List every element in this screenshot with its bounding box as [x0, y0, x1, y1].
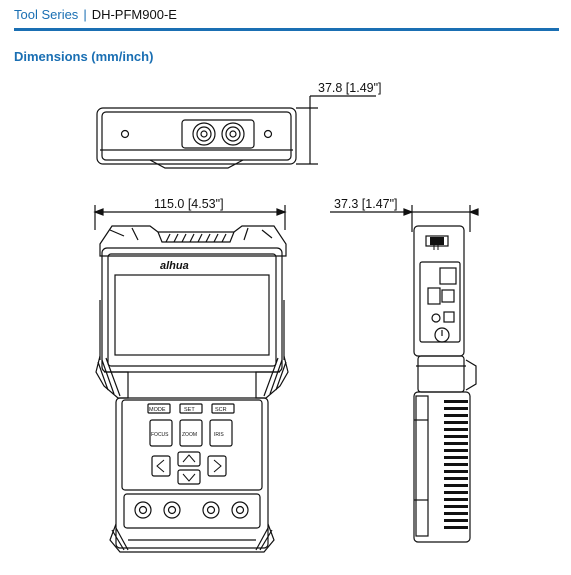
up-arrow-button[interactable]	[177, 451, 201, 467]
display-screen	[114, 274, 270, 356]
connector-4-icon	[231, 501, 249, 519]
focus-label: FOCUS	[151, 432, 169, 438]
top-height-label: 37.8 [1.49"]	[318, 81, 382, 95]
mode-button[interactable]	[147, 403, 171, 414]
screw-hole-left	[120, 129, 130, 139]
top-view	[96, 95, 376, 169]
up-arrow-icon	[182, 454, 196, 463]
side-depth-label: 37.3 [1.47"]	[334, 197, 398, 211]
set-button[interactable]	[179, 403, 203, 414]
scr-button[interactable]	[211, 403, 235, 414]
connector-3-icon	[202, 501, 220, 519]
focus-key[interactable]	[149, 419, 173, 447]
connector-1-icon	[134, 501, 152, 519]
document-header: Tool Series | DH-PFM900-E	[14, 6, 177, 24]
header-separator: |	[83, 7, 87, 22]
section-title: Dimensions (mm/inch)	[14, 49, 154, 64]
header-rule	[14, 28, 559, 31]
scr-label: SCR	[215, 407, 227, 413]
model-name: DH-PFM900-E	[91, 7, 177, 22]
iris-key[interactable]	[209, 419, 233, 447]
down-arrow-button[interactable]	[177, 469, 201, 485]
series-label: Tool Series	[14, 7, 79, 22]
right-arrow-icon	[213, 459, 222, 473]
brand-logo: alhua	[160, 260, 189, 272]
side-grip-ribs	[430, 237, 468, 529]
screw-hole-right	[263, 129, 273, 139]
connector-2-icon	[163, 501, 181, 519]
front-view	[93, 205, 289, 553]
left-arrow-icon	[156, 459, 165, 473]
zoom-label: ZOOM	[182, 432, 197, 438]
right-arrow-button[interactable]	[207, 455, 227, 477]
zoom-key[interactable]	[179, 419, 203, 447]
front-width-label: 115.0 [4.53"]	[154, 197, 224, 211]
bnc-connector-left-icon	[192, 122, 216, 146]
down-arrow-icon	[182, 473, 196, 482]
side-view	[330, 205, 479, 543]
iris-label: IRIS	[214, 432, 224, 438]
mode-label: MODE	[149, 407, 166, 413]
bnc-connector-right-icon	[221, 122, 245, 146]
left-arrow-button[interactable]	[151, 455, 171, 477]
power-button-icon[interactable]	[434, 327, 450, 343]
set-label: SET	[184, 407, 195, 413]
